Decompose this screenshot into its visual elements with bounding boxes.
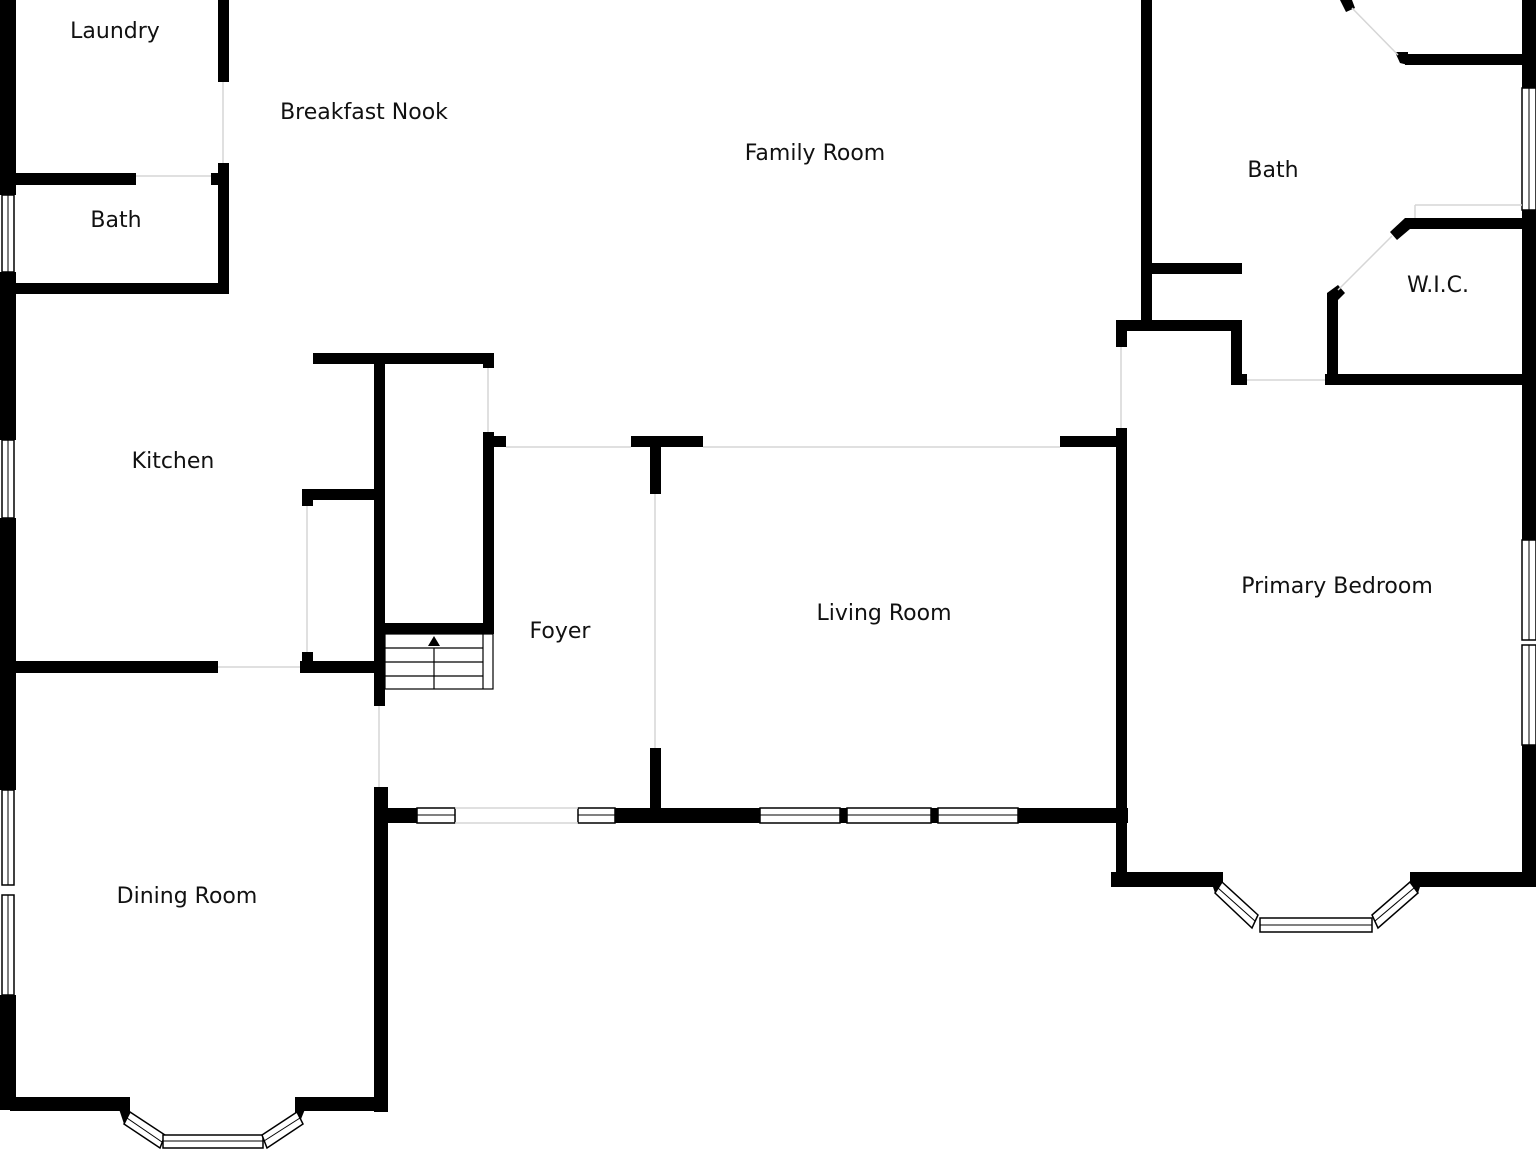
room-label-laundry: Laundry: [70, 19, 160, 44]
room-label-living-room: Living Room: [816, 601, 951, 626]
room-label-primary-bedroom: Primary Bedroom: [1241, 574, 1433, 599]
room-label-family-room: Family Room: [745, 141, 885, 166]
stair-direction-arrow-icon: [428, 636, 440, 646]
openings: [136, 7, 1522, 824]
room-label-bath-right: Bath: [1247, 158, 1298, 183]
windows: [1, 87, 1536, 1150]
stairs: [384, 633, 494, 690]
room-label-breakfast-nook: Breakfast Nook: [280, 100, 448, 125]
room-label-bath-left: Bath: [90, 208, 141, 233]
walls: [0, 0, 1536, 1124]
room-label-foyer: Foyer: [530, 619, 592, 644]
room-label-wic: W.I.C.: [1407, 273, 1469, 298]
room-label-dining-room: Dining Room: [117, 884, 258, 909]
room-labels: Laundry Breakfast Nook Family Room Bath …: [70, 19, 1469, 909]
room-label-kitchen: Kitchen: [132, 449, 215, 474]
